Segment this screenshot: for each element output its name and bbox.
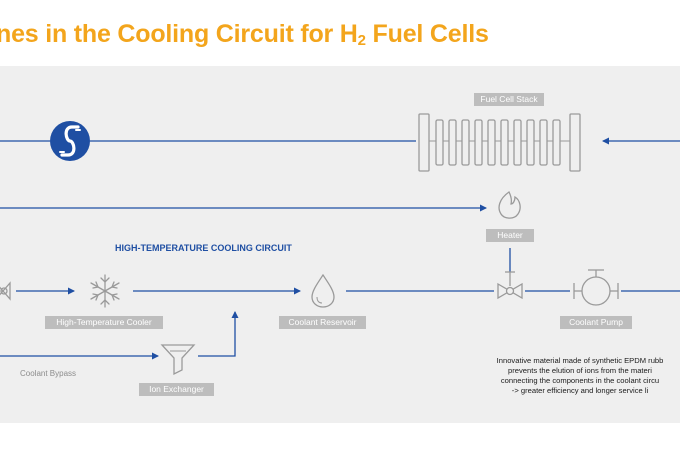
- coolant-bypass-label: Coolant Bypass: [20, 369, 77, 378]
- flame-icon: [498, 191, 521, 219]
- heater-label: Heater: [486, 229, 534, 242]
- flow-lines: [0, 137, 680, 360]
- note-line: -> greater efficiency and longer service…: [511, 386, 649, 395]
- three-way-valve-icon: [497, 271, 523, 300]
- note-line: Innovative material made of synthetic EP…: [496, 356, 664, 365]
- pump-icon: [573, 269, 619, 306]
- droplet-icon: [311, 273, 335, 308]
- snowflake-icon: [90, 274, 120, 308]
- fuel-cell-stack-icon: [418, 113, 581, 172]
- note-line: connecting the components in the coolant…: [500, 376, 660, 385]
- coolant-pump-label: Coolant Pump: [560, 316, 632, 329]
- note-line: prevents the elution of ions from the ma…: [508, 366, 652, 375]
- page-title: nes in the Cooling Circuit for H2 Fuel C…: [0, 20, 489, 49]
- s-hose-icon: [50, 121, 90, 161]
- diagram-panel: [0, 66, 680, 423]
- fuel-cell-stack-label: Fuel Cell Stack: [474, 93, 544, 106]
- ion-exchanger-return-line: [198, 311, 239, 357]
- circuit-label: HIGH-TEMPERATURE COOLING CIRCUIT: [115, 243, 292, 253]
- left-valve-icon: [0, 281, 11, 301]
- title-main: nes in the Cooling Circuit for H: [0, 20, 358, 48]
- coolant-reservoir-label: Coolant Reservoir: [279, 316, 366, 329]
- title-end: Fuel Cells: [365, 20, 489, 48]
- high-temperature-cooler-label: High-Temperature Cooler: [45, 316, 163, 329]
- ion-exchanger-label: Ion Exchanger: [139, 383, 214, 396]
- funnel-icon: [160, 344, 196, 376]
- title-subscript: 2: [357, 32, 366, 49]
- material-note: Innovative material made of synthetic EP…: [472, 356, 680, 396]
